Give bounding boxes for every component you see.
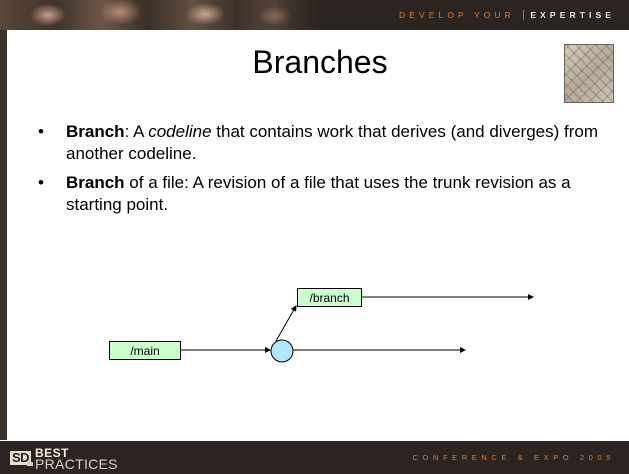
bullet-text: of a file: A revision of a file that use… [66, 173, 571, 214]
branch-fork-line [275, 305, 297, 342]
tagline-expertise: EXPERTISE [523, 10, 615, 20]
revision-node [270, 339, 294, 363]
bullet-dot-icon: • [38, 173, 44, 192]
bullet-item: • Branch: A codeline that contains work … [34, 121, 614, 165]
slide-title: Branches [252, 44, 388, 80]
bullet-sep: : A [124, 122, 149, 141]
conference-footer: CONFERENCE & EXPO 2005 [412, 453, 615, 462]
logo-sd: SD [10, 450, 32, 465]
bullet-term: Branch [66, 122, 125, 141]
banner-fade [250, 0, 370, 30]
logo-practices: PRACTICES [35, 456, 118, 472]
bullet-item: • Branch of a file: A revision of a file… [34, 172, 614, 216]
top-banner: DEVELOP YOUR EXPERTISE [0, 0, 629, 30]
bottom-banner [0, 441, 629, 474]
logo-mark-icon [27, 462, 33, 466]
logo-best: BEST [35, 446, 70, 460]
abstract-texture-image [564, 44, 614, 103]
bullet-dot-icon: • [38, 122, 44, 141]
bullet-emphasis: codeline [148, 122, 212, 141]
tagline: DEVELOP YOUR EXPERTISE [399, 0, 615, 30]
bullet-term: Branch [66, 173, 125, 192]
main-label: /main [109, 341, 181, 360]
branch-label: /branch [297, 288, 362, 307]
bullet-text: that contains work that derives (and div… [66, 122, 598, 163]
left-rule [0, 30, 7, 440]
tagline-develop-your: DEVELOP YOUR [398, 10, 515, 20]
bullet-list: • Branch: A codeline that contains work … [34, 121, 614, 223]
